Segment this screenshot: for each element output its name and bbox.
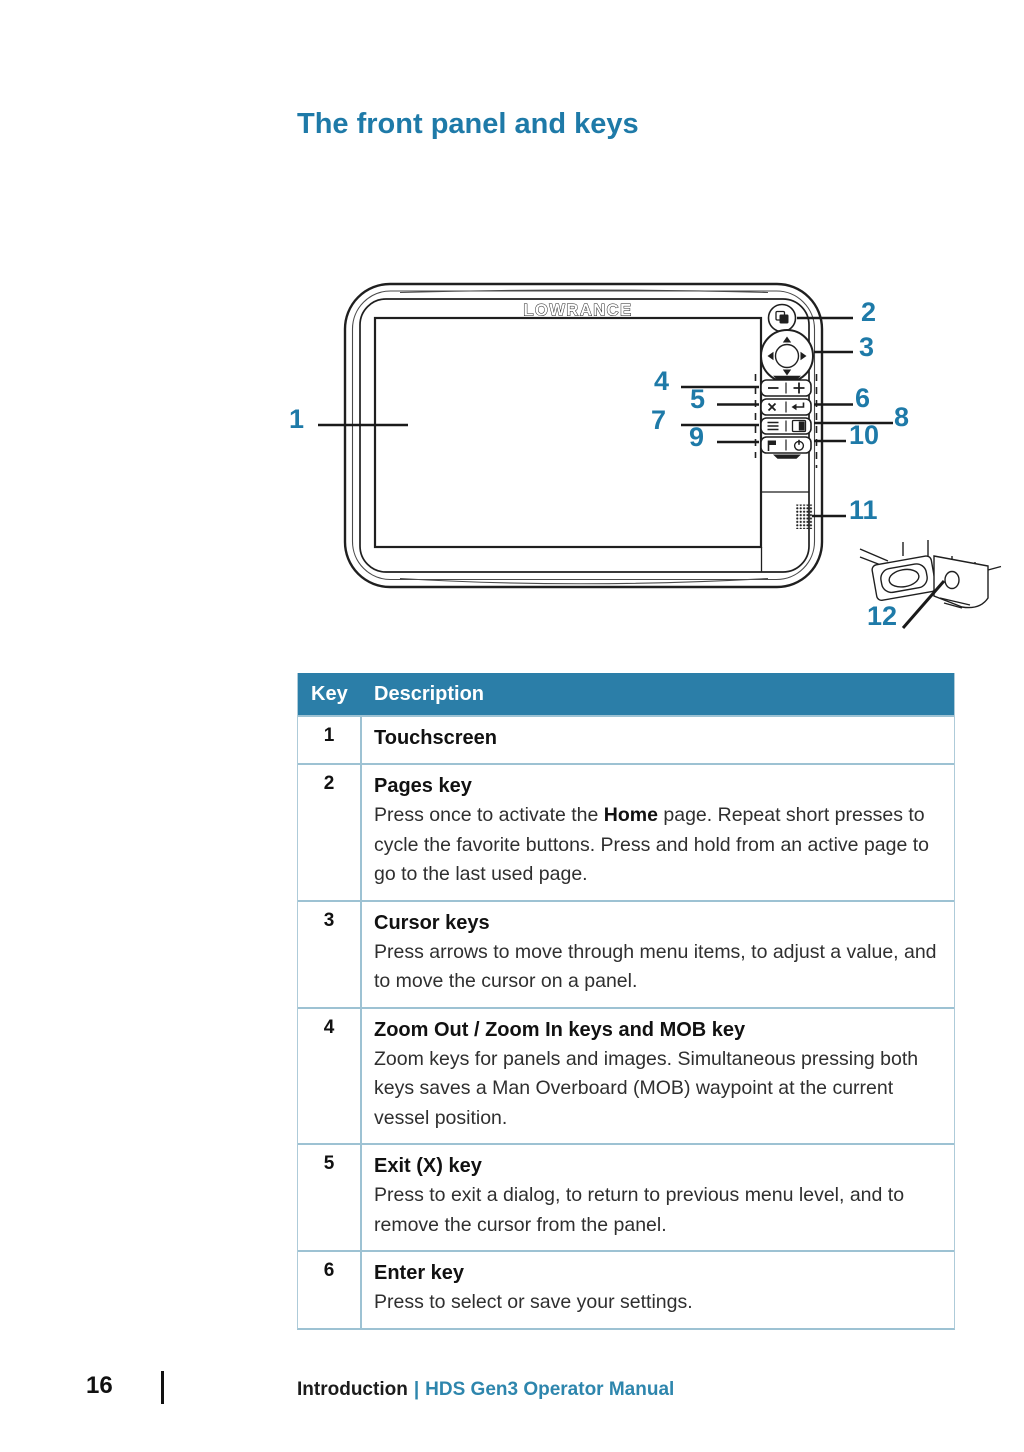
callout-1: 1 bbox=[289, 404, 305, 434]
enter-arrow-icon bbox=[791, 402, 805, 411]
callout-7: 7 bbox=[651, 405, 667, 435]
exit-x-icon bbox=[767, 402, 777, 412]
waypoint-flag-icon bbox=[767, 440, 776, 451]
key-description: Zoom keys for panels and images. Simulta… bbox=[374, 1047, 919, 1129]
table-header: Key Description bbox=[298, 673, 954, 715]
waypoint-power-keys bbox=[760, 436, 812, 454]
zoom-in-plus-icon bbox=[793, 382, 805, 394]
card-slot bbox=[944, 570, 960, 590]
device-art: LOWRANCE bbox=[318, 282, 1002, 629]
card-reader-inset bbox=[859, 540, 1002, 609]
callout-12: 12 bbox=[867, 601, 898, 631]
panel-split-icon bbox=[791, 419, 807, 433]
callout-3: 3 bbox=[859, 332, 875, 362]
page-number: 16 bbox=[86, 1372, 113, 1399]
key-cell: 3 bbox=[298, 901, 362, 1007]
key-title: Zoom Out / Zoom In keys and MOB key bbox=[374, 1018, 746, 1041]
footer-section: Introduction bbox=[297, 1379, 408, 1400]
description-cell: Touchscreen bbox=[362, 717, 954, 763]
key-cell: 4 bbox=[298, 1008, 362, 1143]
device-bezel bbox=[359, 298, 810, 573]
key-title: Touchscreen bbox=[374, 727, 497, 749]
callout-9: 9 bbox=[689, 422, 705, 452]
exit-enter-keys bbox=[760, 398, 812, 416]
footer-breadcrumb: Introduction|HDS Gen3 Operator Manual bbox=[297, 1379, 674, 1402]
header-key: Key bbox=[311, 682, 348, 705]
callout-lines bbox=[318, 316, 946, 629]
key-title: Exit (X) key bbox=[374, 1155, 482, 1177]
callout-11: 11 bbox=[849, 495, 878, 525]
footer-divider bbox=[161, 1371, 164, 1404]
header-description: Description bbox=[374, 682, 485, 705]
key-title: Cursor keys bbox=[374, 911, 490, 934]
callout-8: 8 bbox=[894, 402, 910, 432]
key-cell: 2 bbox=[298, 765, 362, 900]
key-cell: 1 bbox=[298, 717, 362, 763]
footer-manual-title: HDS Gen3 Operator Manual bbox=[425, 1379, 675, 1400]
menu-panel-keys bbox=[760, 417, 812, 435]
cursor-pad-icon bbox=[767, 336, 807, 376]
table-row: 1 Touchscreen bbox=[298, 715, 954, 763]
key-cell: 6 bbox=[298, 1252, 362, 1328]
speaker-grille bbox=[795, 504, 813, 529]
callout-2: 2 bbox=[861, 297, 877, 327]
zoom-keys bbox=[760, 379, 812, 397]
page-title: The front panel and keys bbox=[297, 108, 639, 140]
device-bumper-seam bbox=[351, 290, 816, 581]
callout-6: 6 bbox=[855, 383, 871, 413]
key-title: Pages key bbox=[374, 775, 472, 797]
power-icon bbox=[793, 439, 805, 451]
key-description: Press once to activate the Home page. Re… bbox=[374, 804, 929, 885]
brand-logo: LOWRANCE bbox=[523, 302, 632, 320]
menu-lines-icon bbox=[767, 421, 779, 431]
touchscreen bbox=[373, 316, 763, 549]
callout-10: 10 bbox=[849, 420, 880, 450]
cursor-keys bbox=[760, 329, 814, 383]
key-cell: 5 bbox=[298, 1145, 362, 1250]
key-title: Enter key bbox=[374, 1262, 465, 1284]
key-description: Press to select or save your settings. bbox=[374, 1291, 693, 1313]
key-description: Press arrows to move through menu items,… bbox=[374, 940, 937, 993]
callout-4: 4 bbox=[654, 366, 670, 396]
callout-5: 5 bbox=[690, 384, 706, 414]
pages-key bbox=[767, 303, 797, 333]
key-description: Press to exit a dialog, to return to pre… bbox=[374, 1184, 905, 1236]
footer-separator: | bbox=[413, 1379, 420, 1400]
device-diagram: LOWRANCE bbox=[0, 0, 1024, 680]
